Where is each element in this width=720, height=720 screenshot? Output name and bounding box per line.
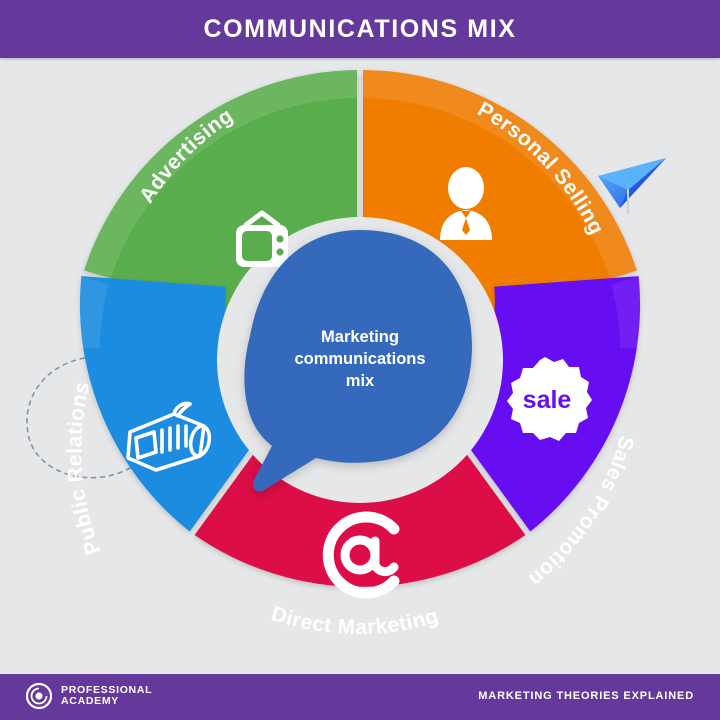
- segment-personal-selling[interactable]: [363, 70, 637, 317]
- center-line-3: mix: [346, 372, 375, 390]
- television-icon: [236, 210, 288, 267]
- brand-logo[interactable]: PROFESSIONAL ACADEMY: [26, 683, 152, 709]
- rolled-newspaper-icon: [126, 401, 212, 472]
- brand-name-line-2: ACADEMY: [61, 695, 119, 707]
- segment-advertising[interactable]: [84, 70, 357, 314]
- brand-name-line-1: PROFESSIONAL: [61, 683, 153, 696]
- center-bubble-text: Marketing communications mix: [294, 328, 425, 390]
- footer-tagline: MARKETING THEORIES EXPLAINED: [478, 690, 694, 702]
- center-bubble: [244, 230, 472, 492]
- page-header: COMMUNICATIONS MIX: [0, 0, 720, 58]
- page-footer: PROFESSIONAL ACADEMY MARKETING THEORIES …: [0, 674, 720, 720]
- sale-badge-text: sale: [523, 386, 572, 414]
- communications-mix-chart: Advertising Personal Selling Sales Promo…: [0, 58, 720, 674]
- center-line-2: communications: [294, 350, 425, 368]
- brand-logo-text: PROFESSIONAL ACADEMY: [61, 683, 153, 708]
- page-title: COMMUNICATIONS MIX: [203, 14, 517, 43]
- person-tie-icon: [440, 167, 492, 240]
- spiral-circle-icon: [26, 683, 52, 709]
- dashed-flight-trail: [26, 355, 131, 479]
- paper-plane-icon: [598, 158, 666, 215]
- at-sign-icon: [322, 511, 400, 599]
- sale-badge-icon: sale: [507, 357, 592, 441]
- center-line-1: Marketing: [321, 328, 399, 346]
